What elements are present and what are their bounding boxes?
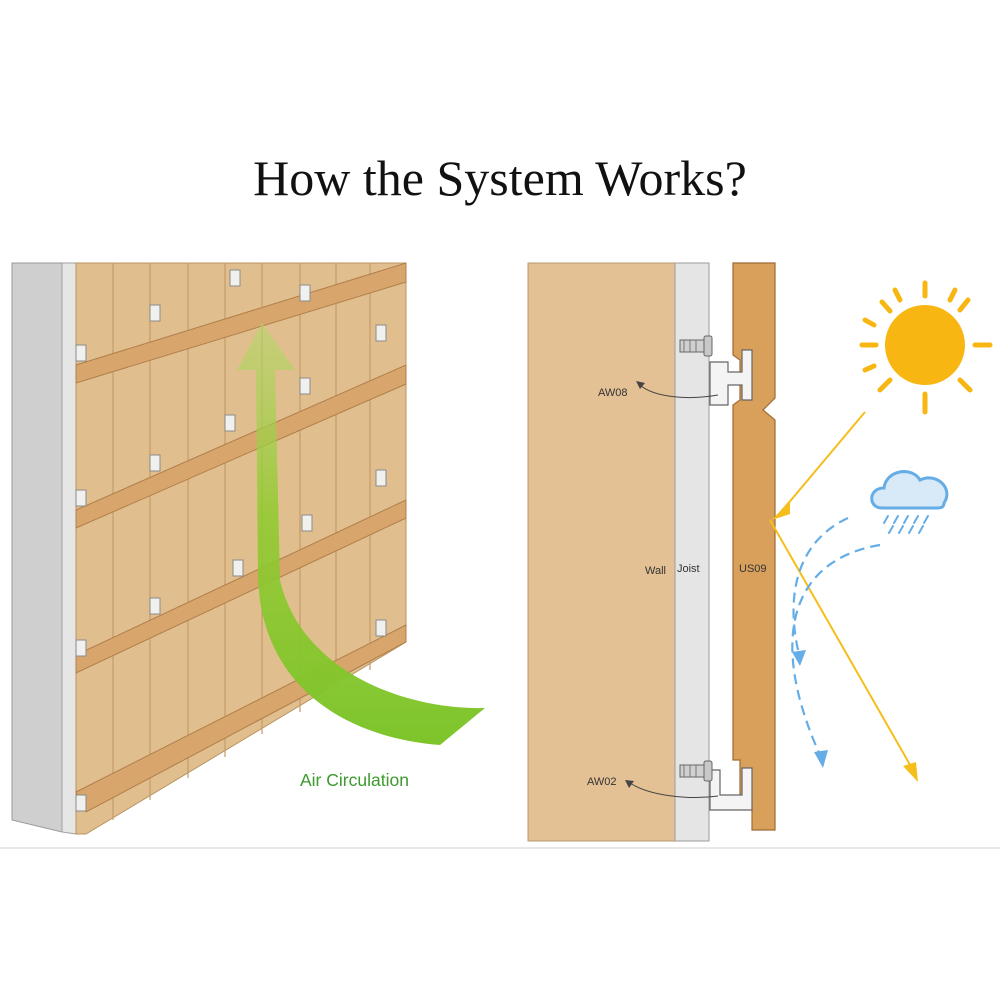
joist-section — [674, 262, 710, 842]
wall-3d-view: Air Circulation — [11, 262, 485, 835]
aw02-label: AW02 — [587, 776, 617, 788]
rain-arrowhead — [792, 650, 806, 666]
air-circulation-arrow — [237, 323, 485, 745]
wall-label: Wall — [645, 565, 666, 577]
wall-edge-face — [61, 262, 77, 835]
rain-paths — [791, 517, 881, 756]
rain-cloud-icon — [870, 470, 949, 534]
rail-3 — [75, 499, 407, 674]
air-circulation-label: Air Circulation — [300, 770, 409, 790]
sun-icon — [859, 280, 993, 415]
sun-rays — [769, 411, 914, 771]
sun-ray-arrowhead — [772, 500, 790, 520]
panel-us09 — [732, 262, 776, 831]
rail-2 — [75, 364, 407, 529]
section-view: Wall Joist US09 AW08 AW02 — [527, 262, 776, 842]
panel-label: US09 — [739, 563, 767, 575]
cladding-boards — [75, 262, 407, 835]
sun-ray-arrowhead — [903, 762, 918, 782]
aw08-leader — [639, 384, 719, 399]
wall-edge — [11, 262, 63, 833]
clip-aw02 — [679, 760, 753, 811]
wall-section — [527, 262, 676, 842]
aw02-leader — [629, 782, 719, 798]
rain-arrowhead — [814, 750, 828, 768]
joist-label: Joist — [677, 563, 700, 575]
aw08-label: AW08 — [598, 387, 628, 399]
page-title: How the System Works? — [253, 150, 747, 206]
rail-1 — [75, 262, 407, 384]
clip-aw08 — [679, 335, 753, 406]
